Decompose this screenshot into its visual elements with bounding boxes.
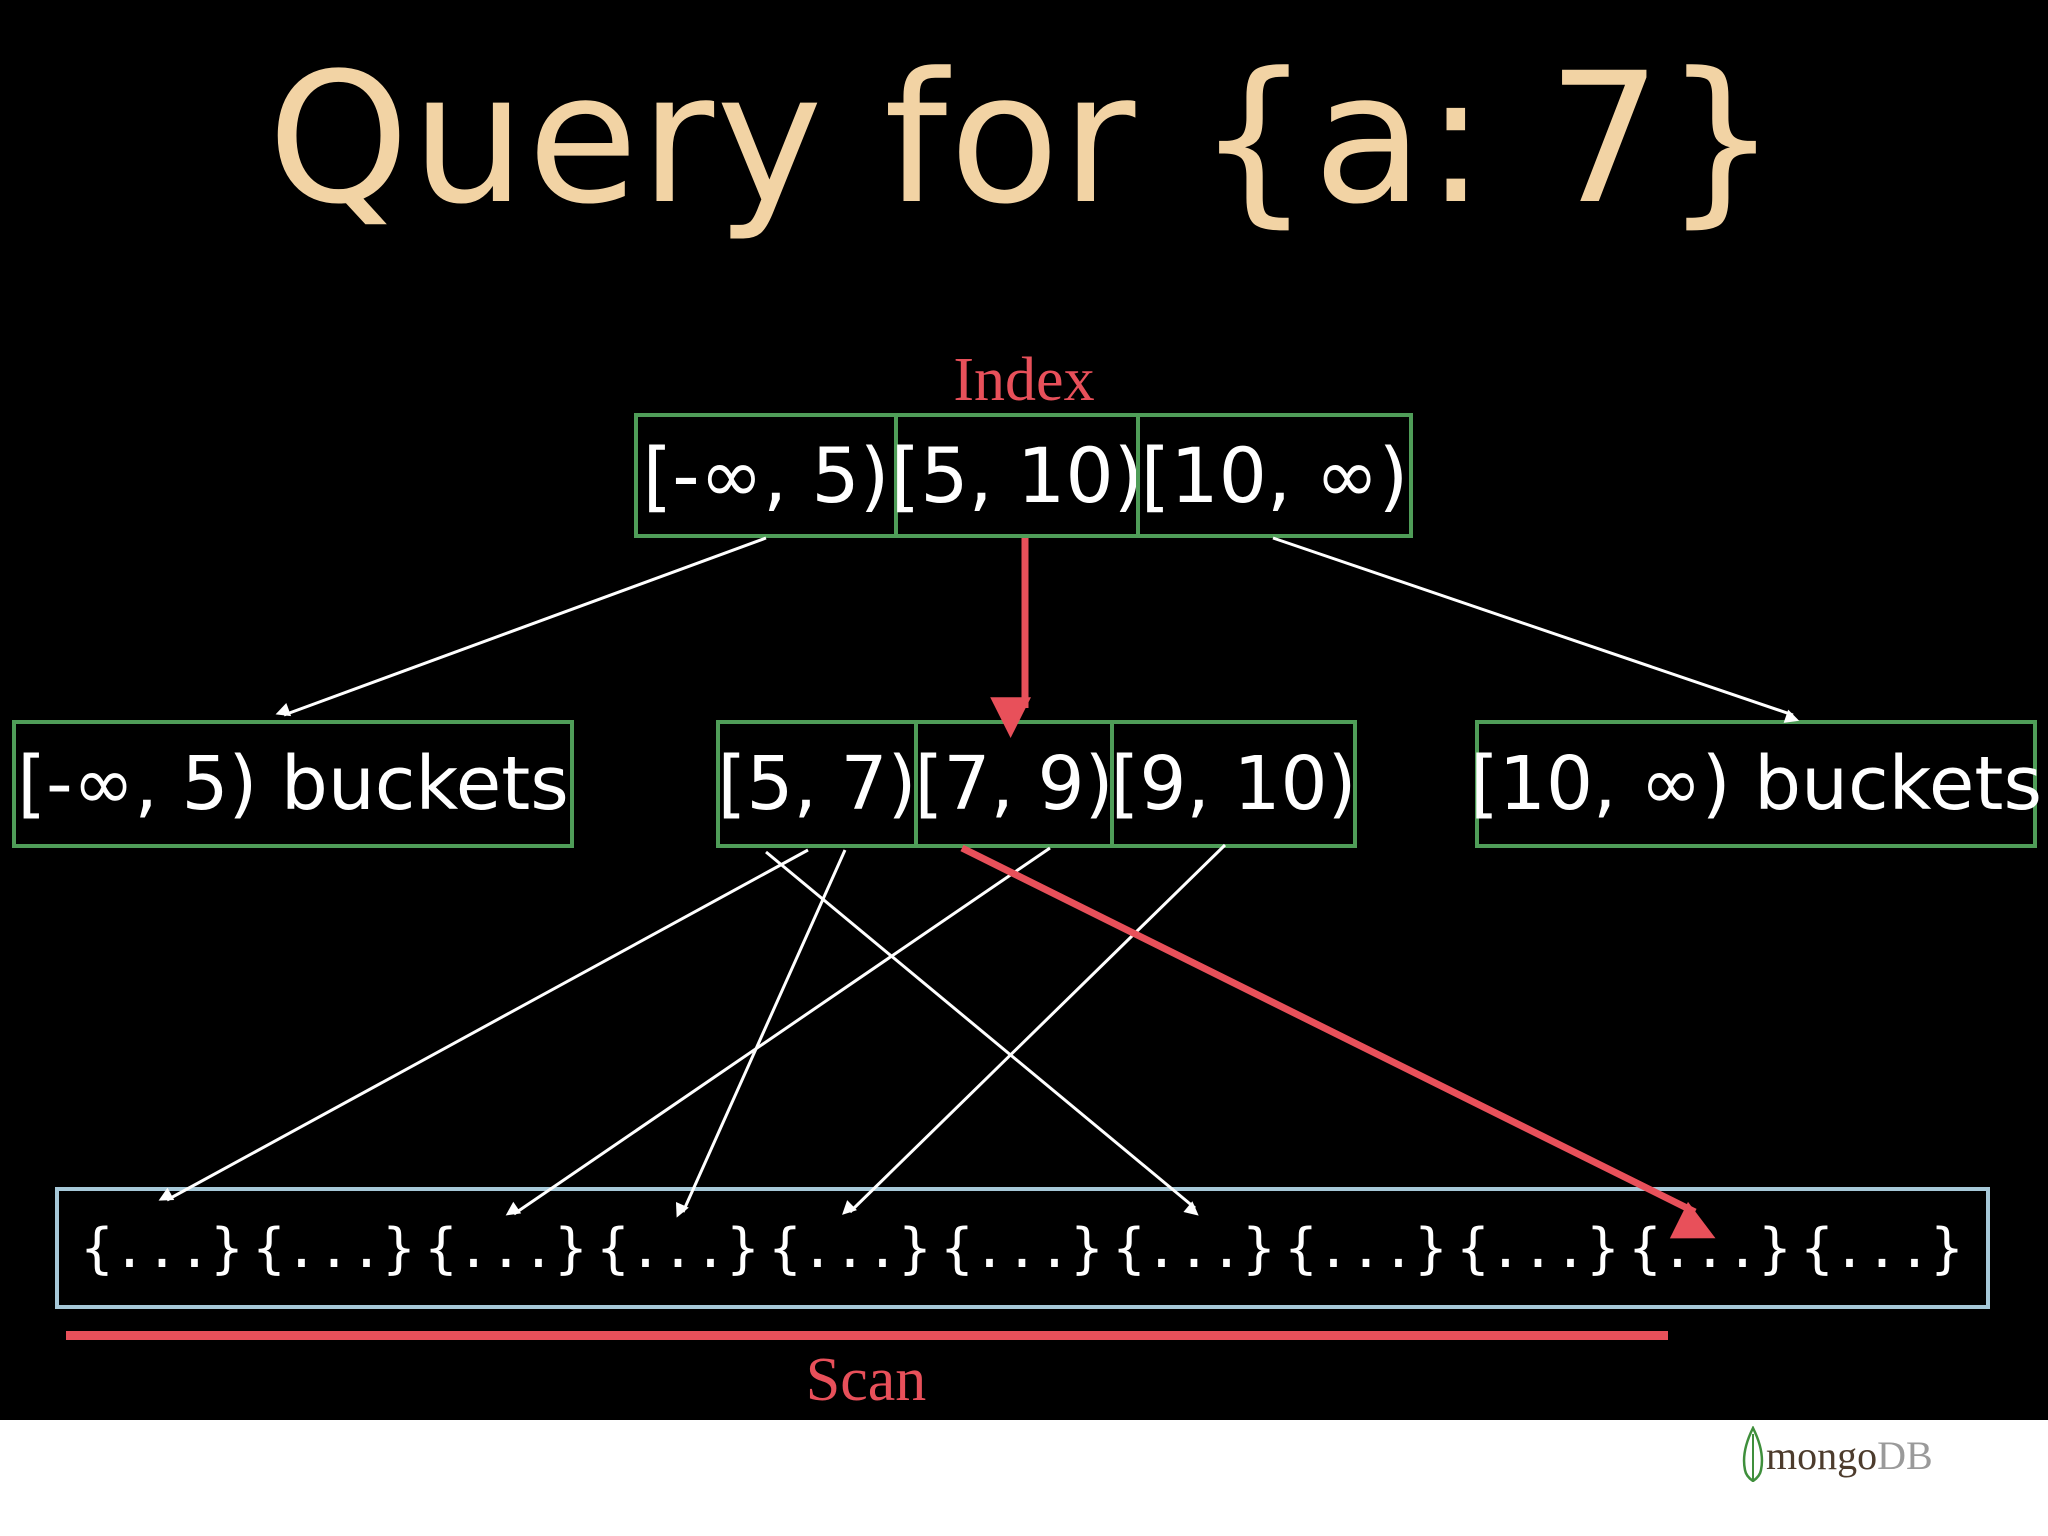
left-buckets-node: [-∞, 5) buckets [12, 720, 574, 848]
middle-node-5-7: [5, 7) [716, 720, 918, 848]
index-root-node-neg-inf-5: [-∞, 5) [634, 413, 898, 538]
mongodb-wordmark: mongoDB [1766, 1436, 1933, 1476]
document-3: {...} [596, 1216, 760, 1280]
document-scan-box [55, 1187, 1990, 1309]
index-label: Index [953, 346, 1095, 414]
edge-7-9-to-doc-9-highlight [960, 844, 1716, 1239]
index-root-node-5-10: [5, 10) [891, 413, 1143, 538]
mongodb-logo: mongoDB [1736, 1422, 1933, 1482]
middle-node-9-10: [9, 10) [1110, 720, 1357, 848]
logo-db-text: DB [1877, 1433, 1933, 1478]
document-10: {...} [1800, 1216, 1964, 1280]
logo-mongo-text: mongo [1766, 1433, 1878, 1478]
edge-7-9-to-doc-2 [505, 846, 1051, 1216]
scan-label: Scan [805, 1346, 927, 1414]
edge-layer [158, 536, 1800, 1239]
edge-5-7-to-doc-3 [675, 849, 847, 1218]
edge-5-7-to-doc-0 [158, 848, 809, 1202]
edge-root-to-left-buckets [275, 536, 767, 717]
slide-canvas: Query for {a: 7} Index [-∞, 5) [5, 10) [… [0, 0, 2048, 1420]
document-8: {...} [1456, 1216, 1620, 1280]
index-root-node-10-inf: [10, ∞) [1136, 413, 1413, 538]
edge-root-to-right-buckets [1272, 536, 1800, 723]
right-buckets-node: [10, ∞) buckets [1470, 720, 2042, 848]
scan-range-bar [66, 1331, 1668, 1340]
document-1: {...} [252, 1216, 416, 1280]
document-4: {...} [768, 1216, 932, 1280]
edge-5-7-to-doc-6 [765, 850, 1199, 1216]
slide-title: Query for {a: 7} [267, 35, 1781, 244]
document-5: {...} [940, 1216, 1104, 1280]
document-7: {...} [1284, 1216, 1448, 1280]
mongodb-leaf-icon [1742, 1426, 1764, 1482]
middle-node-7-9: [7, 9) [914, 720, 1114, 848]
edge-9-10-to-doc-4 [842, 843, 1227, 1215]
document-6: {...} [1112, 1216, 1276, 1280]
document-2: {...} [424, 1216, 588, 1280]
document-0: {...} [80, 1216, 244, 1280]
